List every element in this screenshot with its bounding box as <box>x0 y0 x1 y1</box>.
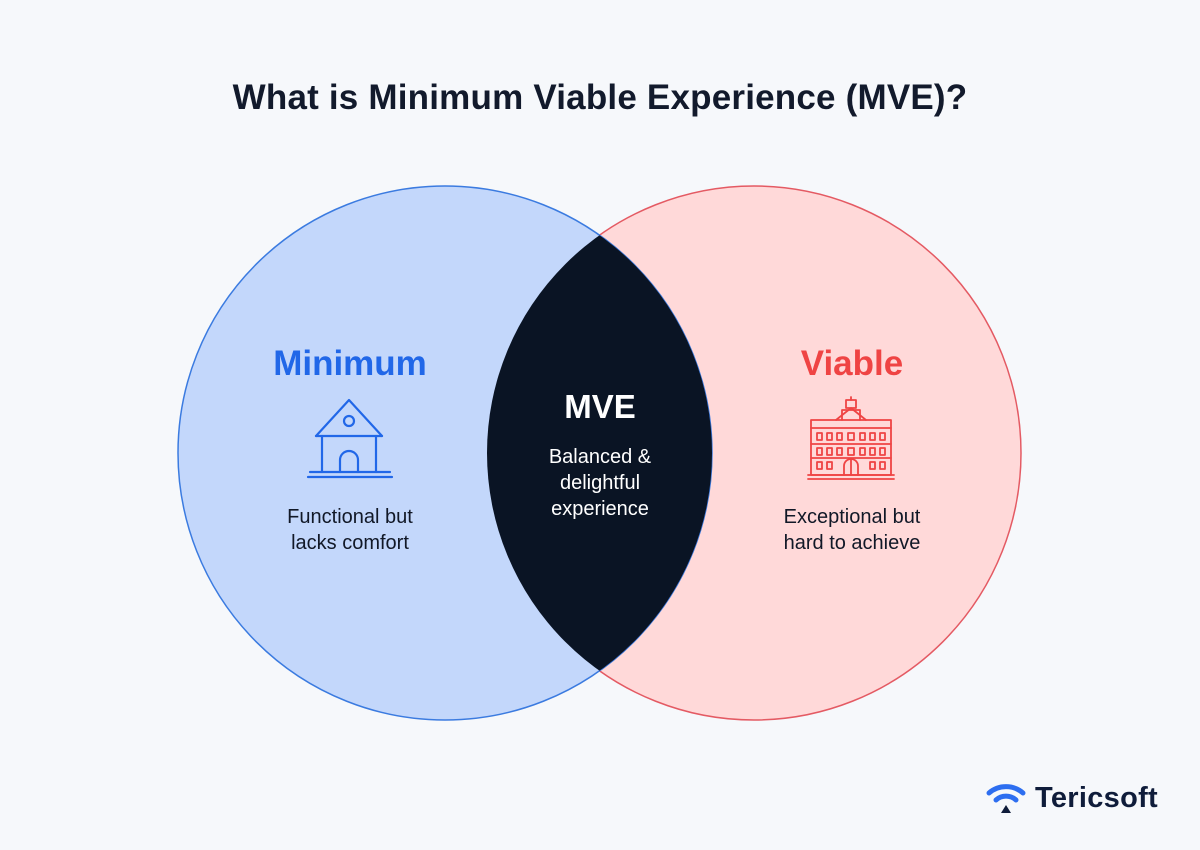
brand-logo: Tericsoft <box>985 778 1158 818</box>
viable-heading: Viable <box>800 344 904 383</box>
viable-description-line: hard to achieve <box>783 532 921 554</box>
mve-description: Balanced & delightful experience <box>510 444 690 522</box>
mve-description-line: Balanced & <box>548 446 652 468</box>
minimum-heading: Minimum <box>273 344 427 383</box>
house-icon <box>306 398 394 479</box>
viable-description: Exceptional but hard to achieve <box>737 504 967 556</box>
viable-description-line: Exceptional but <box>783 506 921 528</box>
brand-name: Tericsoft <box>1035 781 1159 814</box>
building-icon <box>807 396 895 480</box>
mve-description-line: delightful <box>559 472 641 494</box>
minimum-description-line: lacks comfort <box>291 532 409 554</box>
mve-intersection <box>487 186 712 720</box>
page-title: What is Minimum Viable Experience (MVE)? <box>232 78 968 117</box>
wifi-logo-icon <box>986 784 1026 813</box>
minimum-description: Functional but lacks comfort <box>235 504 465 556</box>
mve-heading: MVE <box>564 388 636 425</box>
minimum-description-line: Functional but <box>287 506 413 528</box>
mve-description-line: experience <box>551 498 649 520</box>
